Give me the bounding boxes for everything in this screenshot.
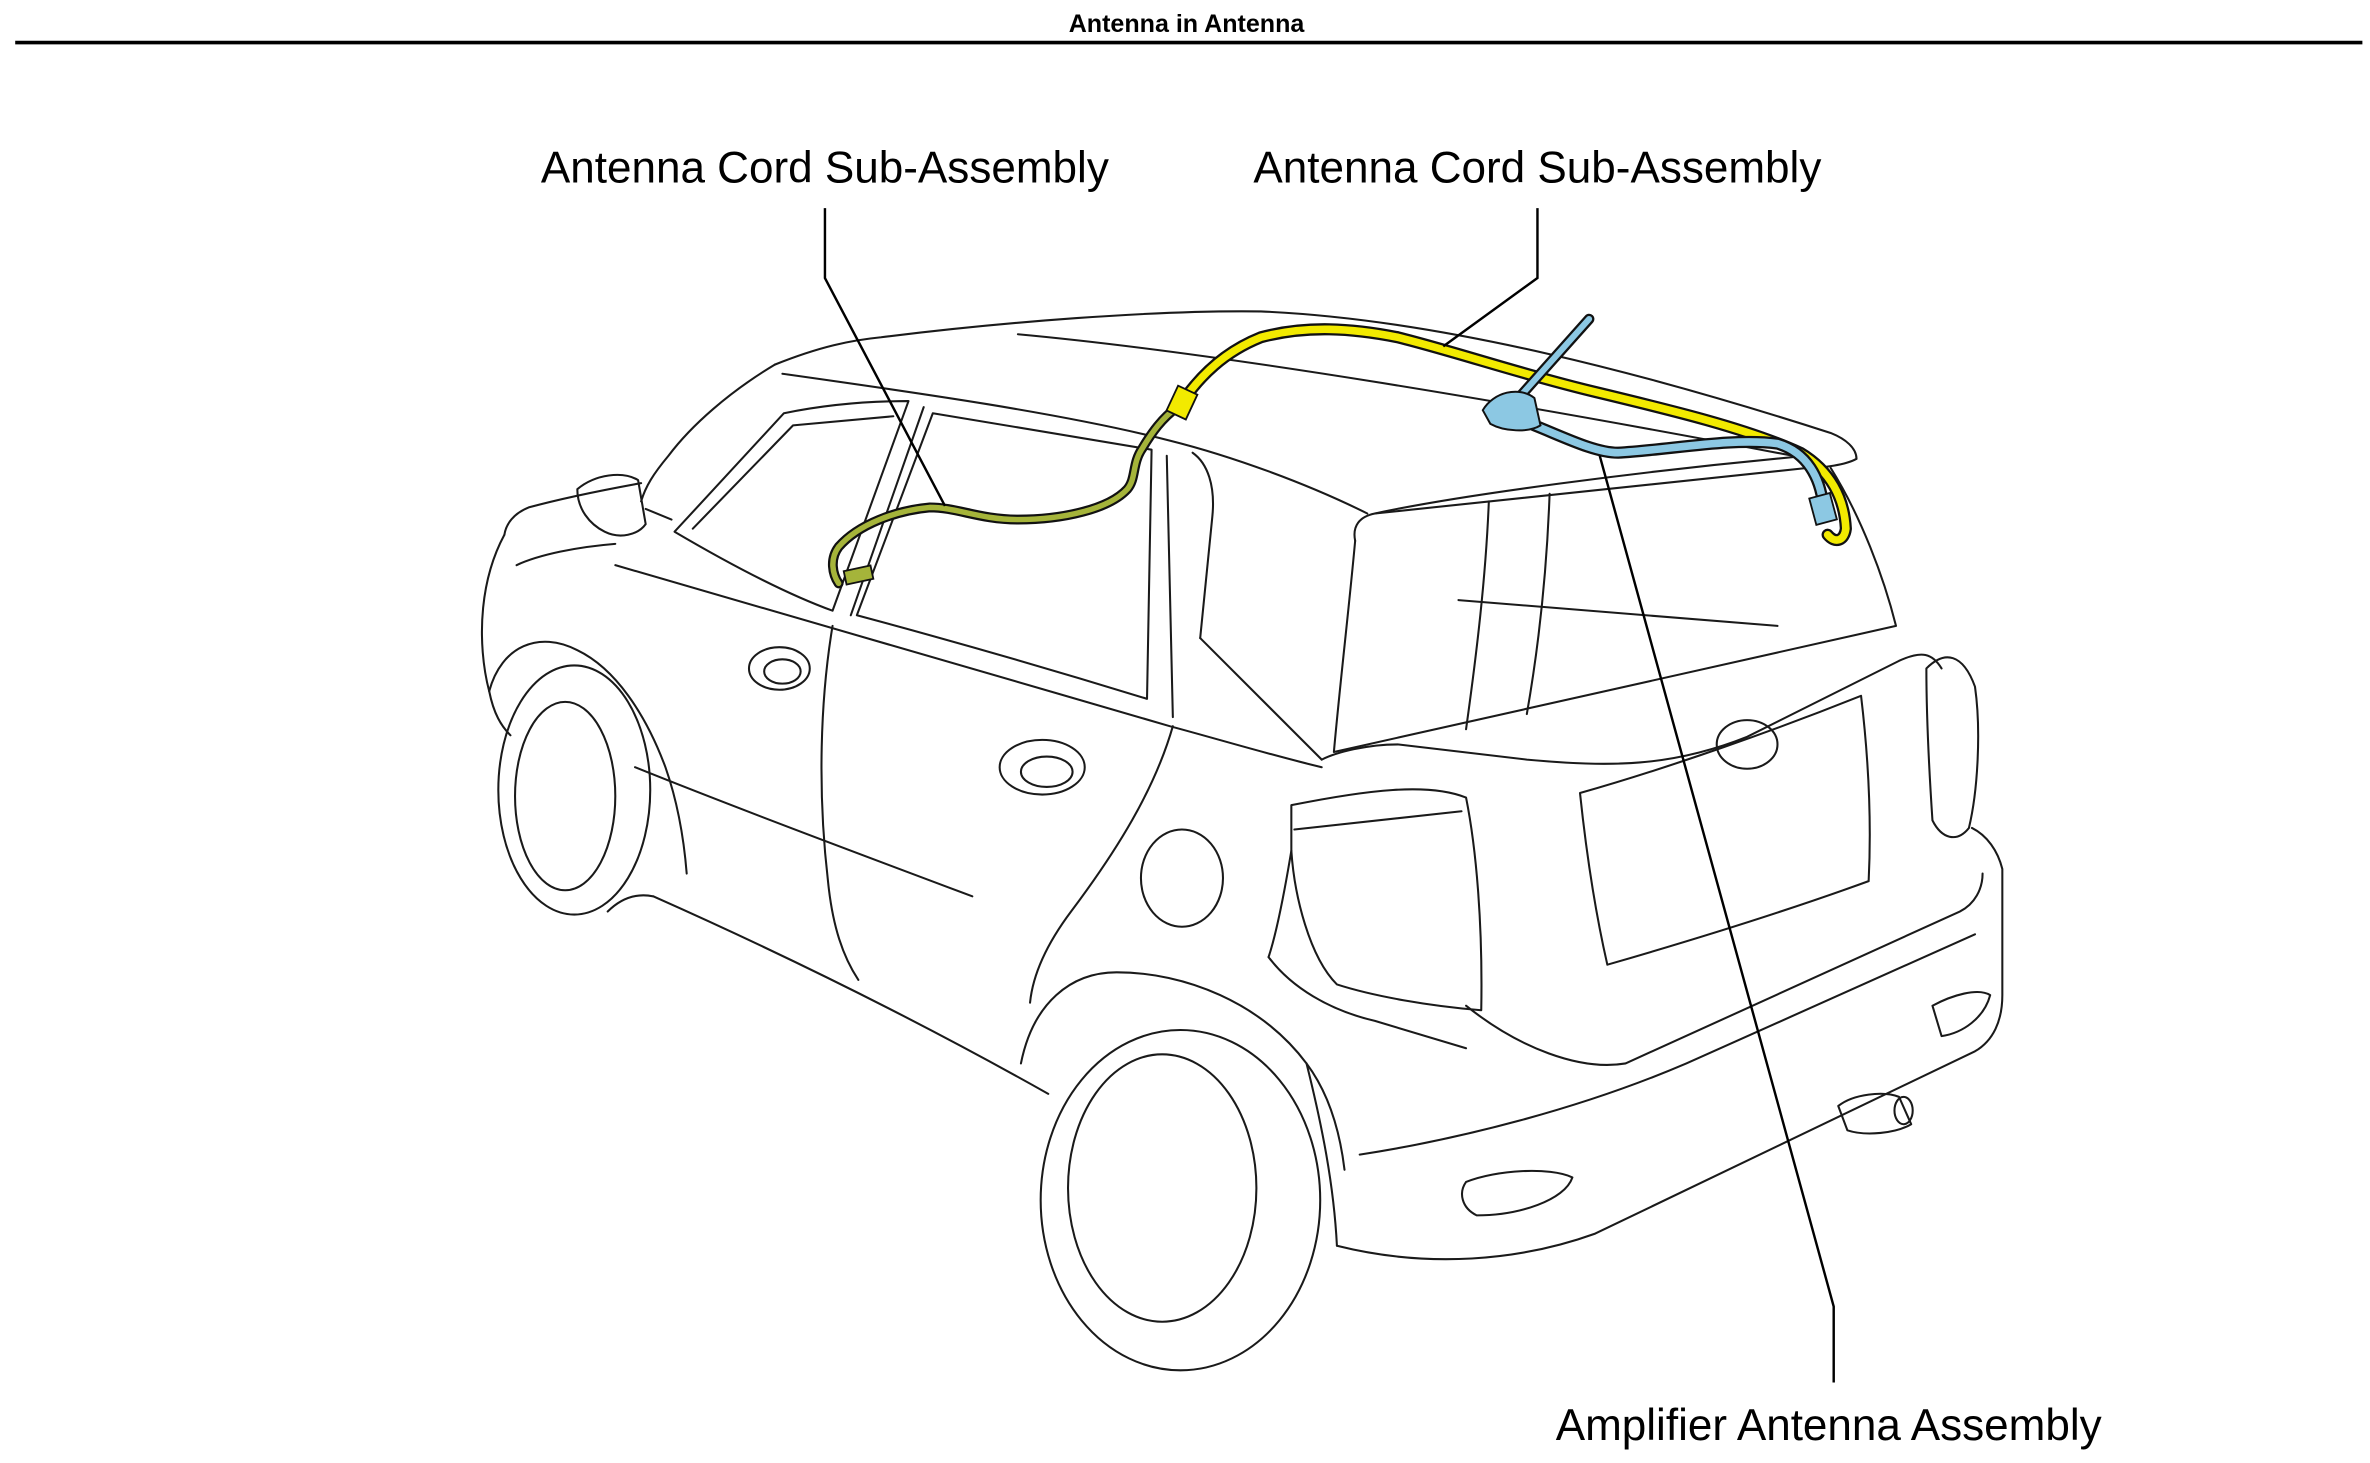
rear-bumper xyxy=(1335,826,2004,1261)
rear-bumper-crease xyxy=(1358,933,1977,1156)
amplifier-cord xyxy=(1530,421,1827,509)
front-fascia xyxy=(480,533,512,737)
side-mirror-stalk xyxy=(644,507,673,521)
side-mirror xyxy=(576,473,647,537)
front-window-frame xyxy=(691,415,895,530)
roof-outline xyxy=(773,310,1858,460)
rear-quarter-lower xyxy=(1267,849,1293,959)
front-tire xyxy=(497,664,652,916)
rear-window xyxy=(1332,466,1898,754)
antenna-mast xyxy=(1510,315,1593,408)
front-door-handle xyxy=(747,646,811,691)
left-rear-reflector xyxy=(1461,1169,1574,1217)
right-rear-reflector xyxy=(1931,991,1992,1038)
rear-wheel-arch xyxy=(1019,971,1346,1171)
rear-tire xyxy=(1039,1028,1322,1372)
tailgate-top xyxy=(1320,653,1943,765)
roof-center-line xyxy=(1016,333,1794,457)
rear-door-seam xyxy=(1029,725,1174,1004)
rear-spoiler xyxy=(1353,457,1858,542)
vehicle-line-drawing xyxy=(480,310,2004,1372)
rear-door-handle-inner xyxy=(1019,755,1074,788)
rear-window-line-c xyxy=(1457,599,1779,627)
front-wheel-arch xyxy=(488,640,688,875)
roof-rear-edge xyxy=(1373,454,1809,515)
callout-antenna-cord-left: Antenna Cord Sub-Assembly xyxy=(541,143,1109,192)
front-door-seam xyxy=(820,624,860,981)
leader-line-cord-left xyxy=(823,208,947,507)
belt-line xyxy=(614,564,1323,769)
front-door-handle-inner xyxy=(763,658,802,685)
amplifier-antenna-assembly xyxy=(1481,313,1838,527)
antenna-cord-left-connector xyxy=(842,564,875,586)
fuel-door xyxy=(1139,828,1225,928)
antenna-cord-left xyxy=(827,402,1183,589)
side-character-line xyxy=(634,766,974,898)
tailgate-bottom xyxy=(1465,872,1984,1066)
rocker-sill xyxy=(652,895,1050,1095)
rear-bumper-side xyxy=(1305,1062,1338,1247)
antenna-cord-left-outline xyxy=(827,402,1183,589)
rear-door-handle xyxy=(998,738,1086,796)
antenna-cord-left-wire xyxy=(830,404,1181,587)
lower-front-body xyxy=(606,894,655,913)
rear-quarter-line xyxy=(1199,637,1323,761)
license-plate-recess xyxy=(1578,694,1871,966)
antenna-cord-right-connector xyxy=(1165,384,1199,421)
windshield-pillar xyxy=(640,363,776,503)
rear-wheel-rim xyxy=(1066,1053,1258,1323)
left-taillight-line xyxy=(1293,810,1463,831)
exhaust-pipe xyxy=(1837,1092,1913,1135)
antenna-cord-right-wire xyxy=(1181,325,1850,544)
leader-line-amplifier xyxy=(1598,455,1835,1383)
rear-window-line-b xyxy=(1525,492,1551,716)
leader-line-cord-right xyxy=(1442,208,1539,348)
rear-emblem xyxy=(1715,719,1779,770)
rear-bumper-top xyxy=(1267,956,1468,1050)
hood-edge xyxy=(503,482,643,536)
exhaust-tip xyxy=(1893,1095,1914,1126)
left-taillight xyxy=(1290,788,1483,1012)
antenna-cord-right xyxy=(1165,323,1852,547)
callout-antenna-cord-right: Antenna Cord Sub-Assembly xyxy=(1253,143,1821,192)
rear-quarter-window xyxy=(1191,451,1214,640)
front-fender-line xyxy=(515,542,617,567)
front-door-window xyxy=(673,400,910,612)
page-title: Antenna in Antenna xyxy=(1069,10,1306,38)
rear-door-window xyxy=(855,412,1153,700)
callout-amplifier-antenna: Amplifier Antenna Assembly xyxy=(1556,1401,2102,1450)
amplifier-cord-connector xyxy=(1808,491,1838,527)
roof-side-rail xyxy=(781,372,1369,515)
rear-window-line-a xyxy=(1465,500,1490,731)
antenna-base xyxy=(1481,390,1542,432)
front-wheel-rim xyxy=(514,700,617,892)
right-taillight xyxy=(1925,656,1980,839)
c-pillar xyxy=(1165,454,1174,719)
